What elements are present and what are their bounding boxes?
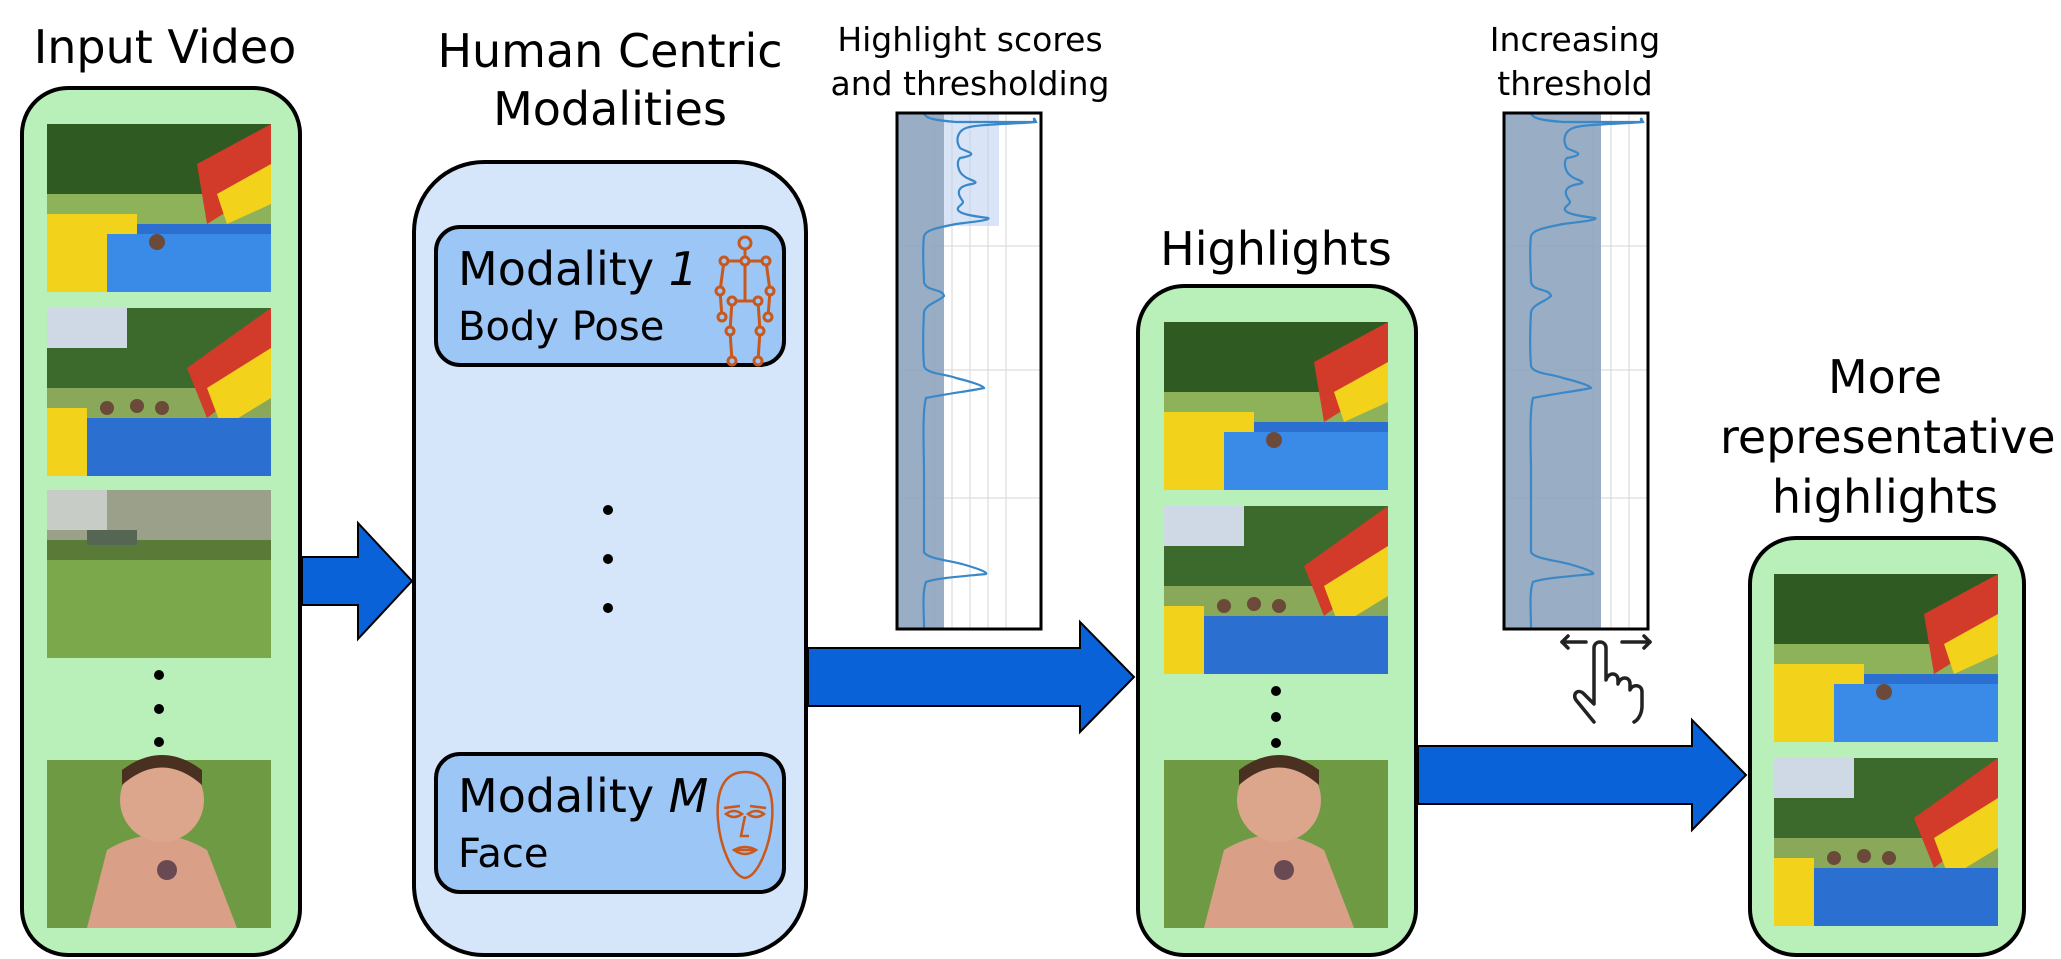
scores-title-line2: and thresholding bbox=[830, 64, 1110, 103]
more-frame-1 bbox=[1774, 574, 1998, 742]
highlight-frame-3 bbox=[1164, 755, 1388, 928]
modalities-title-line2: Modalities bbox=[493, 82, 727, 136]
modality-1-box: Modality 1 Body Pose bbox=[434, 225, 786, 367]
highlights-title: Highlights bbox=[1160, 222, 1392, 276]
input-video-title: Input Video bbox=[33, 20, 297, 74]
threshold-score-curve bbox=[1529, 113, 1645, 629]
modality-m-name: Face bbox=[458, 831, 549, 877]
modality-m-index: M bbox=[668, 769, 709, 823]
modality-m-box: Modality M Face bbox=[434, 752, 786, 894]
modality-m-title: Modality M bbox=[458, 770, 708, 822]
arrow-highlights-to-more bbox=[1417, 717, 1748, 833]
input-frame-1 bbox=[47, 124, 271, 292]
arrow-modalities-to-highlights bbox=[807, 619, 1136, 735]
more-title-line1: More bbox=[1827, 350, 1943, 404]
input-frame-3 bbox=[47, 490, 271, 658]
highlight-score-plot bbox=[895, 111, 1043, 631]
more-frame-2 bbox=[1774, 758, 1998, 926]
arrow-input-to-modalities bbox=[301, 520, 414, 642]
more-title-line2: representative bbox=[1720, 410, 2056, 464]
scores-title-line1: Highlight scores bbox=[837, 20, 1103, 59]
modality-1-index: 1 bbox=[668, 242, 698, 296]
skeleton-icon bbox=[714, 235, 776, 367]
modality-1-title: Modality 1 bbox=[458, 243, 698, 295]
modalities-title-line1: Human Centric bbox=[437, 24, 783, 78]
threshold-plot bbox=[1502, 111, 1650, 631]
face-icon bbox=[716, 770, 774, 880]
threshold-shade bbox=[898, 114, 944, 628]
modality-1-name: Body Pose bbox=[458, 304, 665, 350]
highlight-frame-1 bbox=[1164, 322, 1388, 490]
modality-m-prefix: Modality bbox=[458, 769, 669, 823]
highlight-frame-2 bbox=[1164, 506, 1388, 674]
threshold-title-line2: threshold bbox=[1497, 64, 1653, 103]
swipe-gesture-icon bbox=[1560, 634, 1652, 724]
more-title-line3: highlights bbox=[1771, 470, 1999, 524]
modality-1-prefix: Modality bbox=[458, 242, 669, 296]
input-frame-2 bbox=[47, 308, 271, 476]
score-curve bbox=[922, 113, 1038, 629]
threshold-shade-wide bbox=[1505, 114, 1601, 628]
threshold-title-line1: Increasing bbox=[1489, 20, 1661, 59]
input-frame-4 bbox=[47, 755, 271, 928]
